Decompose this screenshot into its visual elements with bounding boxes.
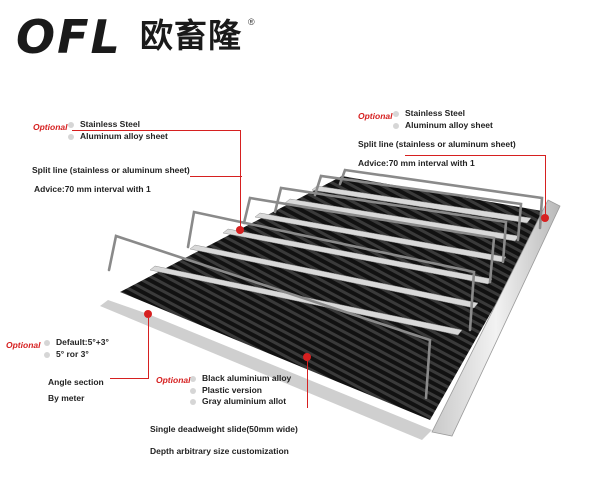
front-panel xyxy=(431,199,561,437)
by-meter: By meter xyxy=(48,393,85,403)
angle-section: Angle section xyxy=(48,377,104,387)
leader-angle-v xyxy=(148,318,149,378)
pin-slide xyxy=(303,353,311,361)
slide-spec: Single deadweight slide(50mm wide) xyxy=(150,424,298,434)
divider-strips xyxy=(149,185,532,336)
pin-angle xyxy=(144,310,152,318)
leader-color-v xyxy=(307,360,308,408)
split-line-left: Split line (stainless or aluminum sheet) xyxy=(32,165,190,175)
option-bullet xyxy=(190,399,196,405)
option-bullet xyxy=(44,340,50,346)
material-right-option-1: Stainless Steel xyxy=(393,109,465,118)
pin-front-panel xyxy=(541,214,549,222)
slide-surface xyxy=(120,176,548,420)
optional-color: Optional xyxy=(156,375,191,385)
pin-split-left xyxy=(236,226,244,234)
optional-angle: Optional xyxy=(6,340,41,350)
leader-split-left xyxy=(190,176,242,177)
optional-material-left: Optional xyxy=(33,122,68,132)
wire-dividers xyxy=(107,168,544,400)
option-bullet xyxy=(190,376,196,382)
color-option-2: Plastic version xyxy=(190,386,262,395)
brand-latin: OFL xyxy=(16,10,122,64)
depth-spec: Depth arbitrary size customization xyxy=(150,446,289,456)
angle-option-1: Default:5°+3° xyxy=(44,338,109,347)
leader-advice-right xyxy=(405,155,545,156)
option-bullet xyxy=(393,111,399,117)
option-bullet xyxy=(68,134,74,140)
leader-material-left-v xyxy=(240,130,241,230)
color-option-1: Black aluminium alloy xyxy=(190,374,291,383)
option-bullet xyxy=(44,352,50,358)
material-right-option-2: Aluminum alloy sheet xyxy=(393,121,493,130)
registered-mark: ® xyxy=(248,17,255,27)
option-bullet xyxy=(393,123,399,129)
advice-left: Advice:70 mm interval with 1 xyxy=(34,184,151,194)
leader-advice-right-v xyxy=(545,155,546,221)
tray-left-lip xyxy=(100,300,432,440)
material-left-option-2: Aluminum alloy sheet xyxy=(68,132,168,141)
leader-angle-h xyxy=(110,378,149,379)
angle-option-2: 5° ror 3° xyxy=(44,350,89,359)
advice-right: Advice:70 mm interval with 1 xyxy=(358,158,475,168)
color-option-3: Gray aluminium allot xyxy=(190,397,286,406)
brand-logo: OFL xyxy=(16,14,122,60)
split-line-right: Split line (stainless or aluminum sheet) xyxy=(358,139,516,149)
material-left-option-1: Stainless Steel xyxy=(68,120,140,129)
option-bullet xyxy=(68,122,74,128)
option-bullet xyxy=(190,388,196,394)
optional-material-right: Optional xyxy=(358,111,393,121)
leader-material-left xyxy=(72,130,240,131)
brand-chinese: 欧畜隆 xyxy=(140,16,242,55)
